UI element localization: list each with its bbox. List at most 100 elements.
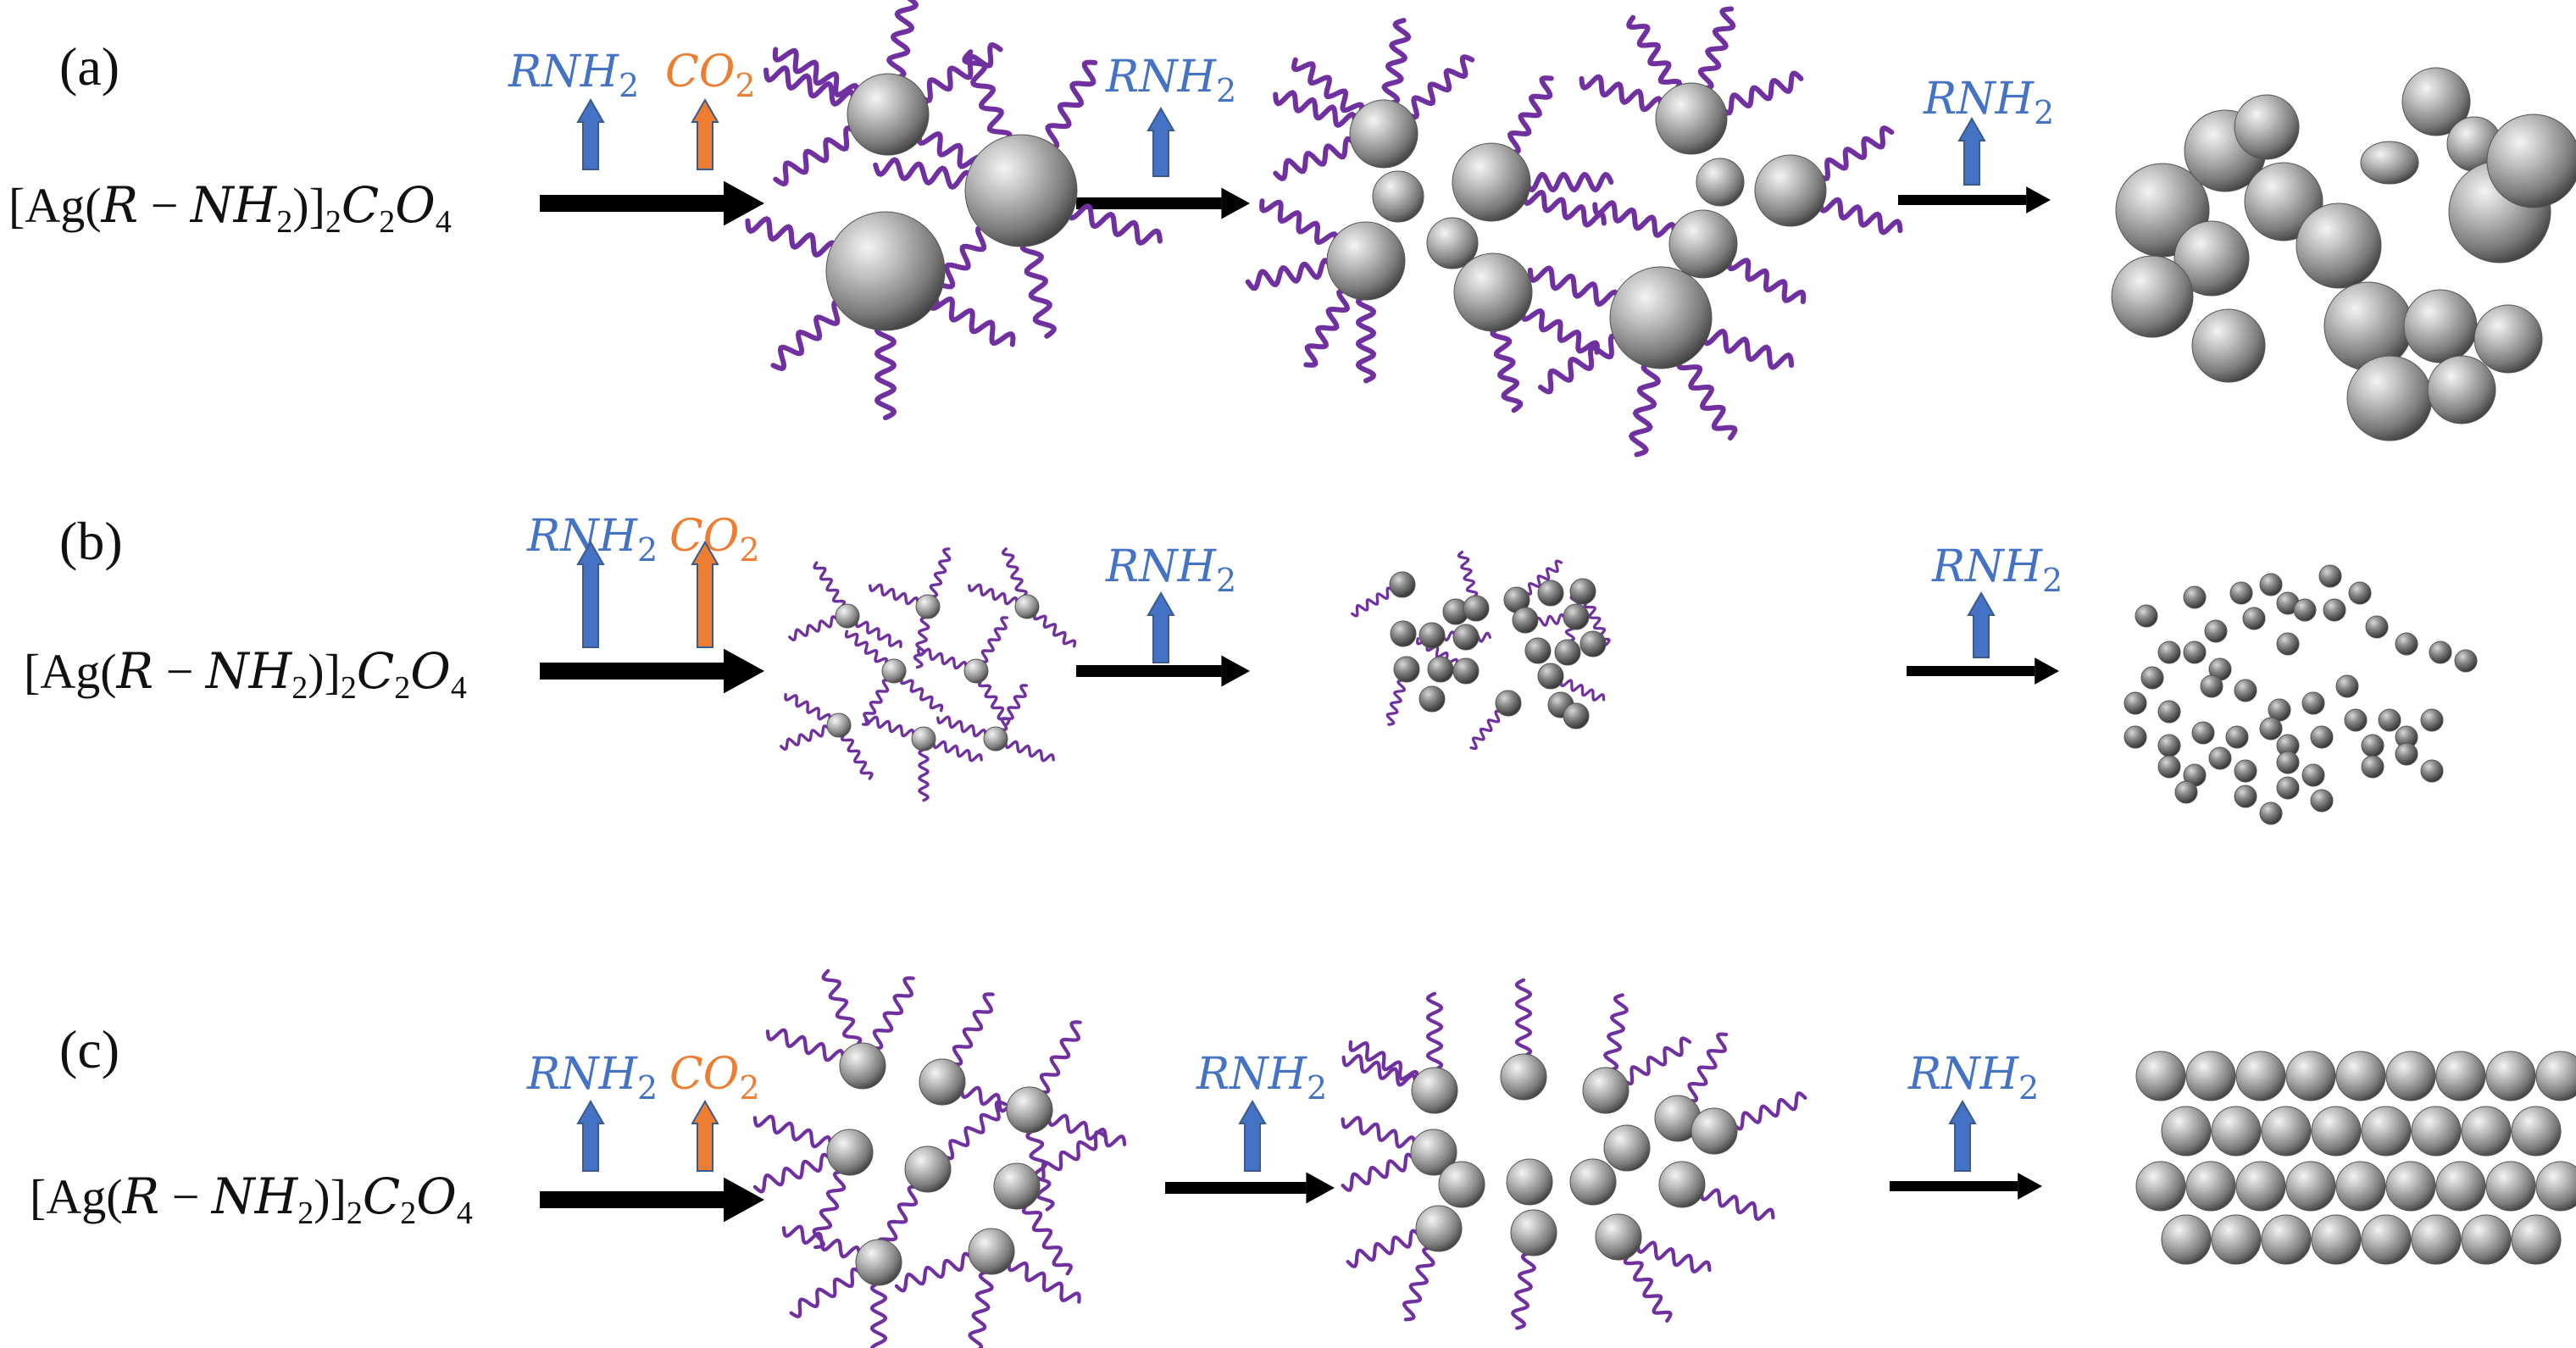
ligand-chain bbox=[855, 619, 902, 648]
silver-nanoparticle bbox=[2259, 717, 2283, 741]
ligand-chain bbox=[917, 42, 1003, 104]
ligand-chain bbox=[1818, 197, 1903, 236]
reaction-arrow-head bbox=[2035, 657, 2059, 685]
silver-nanoparticle bbox=[1418, 685, 1446, 713]
silver-nanoparticle bbox=[2161, 1214, 2212, 1265]
silver-nanoparticle bbox=[2135, 1051, 2186, 1101]
ligand-chain bbox=[1385, 679, 1407, 726]
ligand-chain bbox=[1038, 1020, 1082, 1095]
silver-nanoparticle bbox=[1609, 266, 1713, 369]
ligand-chain bbox=[968, 1269, 994, 1348]
silver-nanoparticle bbox=[2411, 1106, 2462, 1157]
ligand-chain bbox=[1273, 136, 1358, 181]
silver-nanoparticle bbox=[2183, 585, 2207, 609]
silver-nanoparticle bbox=[2473, 304, 2543, 374]
silver-nanoparticle bbox=[2185, 1161, 2236, 1212]
silver-nanoparticle bbox=[1569, 578, 1596, 605]
silver-nanoparticle bbox=[2346, 355, 2433, 441]
release-up-arrow bbox=[576, 1099, 605, 1172]
silver-nanoparticle bbox=[2211, 1106, 2262, 1157]
silver-nanoparticle bbox=[826, 713, 852, 738]
reaction-arrow-head bbox=[1306, 1172, 1335, 1204]
ligand-chain bbox=[932, 740, 983, 763]
ligand-chain bbox=[780, 724, 830, 752]
release-up-arrow bbox=[1238, 1099, 1267, 1172]
silver-nanoparticle bbox=[2403, 289, 2478, 363]
ligand-chain bbox=[1001, 547, 1028, 598]
amine-release-label: RNH2 bbox=[526, 511, 658, 569]
silver-nanoparticle bbox=[2486, 114, 2576, 208]
silver-nanoparticle bbox=[1655, 82, 1728, 155]
ligand-chain bbox=[765, 1028, 846, 1062]
silver-nanoparticle bbox=[1452, 624, 1480, 651]
silver-nanoparticle bbox=[2361, 734, 2384, 757]
reaction-arrow-shaft bbox=[1898, 195, 2027, 205]
silver-nanoparticle bbox=[1563, 702, 1590, 729]
silver-nanoparticle bbox=[1452, 657, 1480, 685]
silver-nanoparticle bbox=[2454, 649, 2478, 673]
reaction-arrow-head bbox=[1221, 655, 1250, 687]
ligand-chain bbox=[770, 299, 847, 372]
ligand-chain bbox=[1351, 586, 1394, 618]
silver-nanoparticle bbox=[881, 658, 907, 684]
silver-nanoparticle bbox=[2395, 632, 2418, 656]
ligand-chain bbox=[1404, 54, 1475, 120]
nanoparticles bbox=[826, 564, 2478, 825]
reaction-arrow-shaft bbox=[1165, 1182, 1307, 1194]
release-up-arrow bbox=[691, 540, 719, 648]
silver-nanoparticle bbox=[2234, 759, 2257, 783]
silver-nanoparticle bbox=[1006, 1086, 1053, 1134]
silver-nanoparticle bbox=[1510, 1209, 1557, 1256]
silver-nanoparticle bbox=[964, 134, 1078, 247]
silver-nanoparticle bbox=[1427, 656, 1454, 683]
silver-nanoparticle bbox=[1524, 637, 1552, 664]
row-a: (a) [Ag(R − NH2)]2C2O4 RNH2 CO2 RNH2 RNH… bbox=[8, 0, 2576, 458]
ligand-chain bbox=[1341, 1053, 1418, 1087]
ligand-chain bbox=[772, 47, 860, 99]
silver-nanoparticle bbox=[2234, 94, 2300, 160]
ligand-chain bbox=[900, 676, 944, 713]
reaction-arrow-shaft bbox=[1907, 666, 2035, 676]
silver-nanoparticle bbox=[1500, 1053, 1547, 1101]
silver-nanoparticle bbox=[1410, 1129, 1457, 1176]
ligand-chain bbox=[1524, 559, 1563, 596]
ligand-chain bbox=[951, 992, 995, 1067]
ligand-chain bbox=[1259, 198, 1339, 247]
ligand-chain bbox=[763, 65, 857, 107]
silver-nanoparticle bbox=[2191, 308, 2266, 383]
silver-nanoparticle bbox=[2259, 802, 2283, 825]
silver-nanoparticle bbox=[2204, 619, 2228, 643]
silver-nanoparticle bbox=[855, 1239, 902, 1286]
silver-nanoparticle bbox=[1512, 607, 1539, 634]
silver-nanoparticle bbox=[2311, 1214, 2362, 1265]
silver-nanoparticle bbox=[2140, 666, 2164, 690]
reaction-arrow-head bbox=[1221, 187, 1250, 219]
silver-nanoparticle bbox=[2378, 708, 2401, 732]
reaction-arrow-shaft bbox=[540, 195, 724, 212]
release-up-arrow bbox=[1967, 591, 1996, 658]
silver-nanoparticle bbox=[2311, 1106, 2362, 1157]
silver-nanoparticle bbox=[2485, 1051, 2536, 1101]
reaction-arrow-head bbox=[2026, 186, 2051, 214]
silver-nanoparticle bbox=[2435, 1161, 2486, 1212]
silver-nanoparticle bbox=[2244, 162, 2323, 241]
silver-nanoparticle bbox=[2365, 615, 2389, 639]
panel-label-a: (a) bbox=[59, 36, 119, 97]
ligand-chain bbox=[1506, 75, 1554, 155]
ligand-chain bbox=[1065, 203, 1163, 247]
ligand-chain bbox=[941, 1100, 1008, 1161]
ligand-chain bbox=[1032, 1129, 1107, 1182]
silver-nanoparticle bbox=[2157, 700, 2181, 724]
release-up-arrow bbox=[576, 97, 605, 170]
silver-nanoparticle bbox=[1754, 154, 1827, 227]
ligand-chain bbox=[1291, 57, 1365, 117]
silver-nanoparticle bbox=[1563, 603, 1590, 630]
silver-nanoparticle bbox=[2234, 785, 2257, 808]
row-b: (b) [Ag(R − NH2)]2C2O4 RNH2 CO2 RNH2 RNH… bbox=[24, 511, 2478, 825]
silver-nanoparticle bbox=[2124, 725, 2147, 749]
silver-nanoparticle bbox=[1349, 99, 1418, 169]
ligand-chain bbox=[929, 547, 952, 598]
silver-nanoparticle bbox=[1453, 252, 1533, 332]
ligand-chains bbox=[745, 0, 1903, 458]
ligand-chain bbox=[1697, 6, 1736, 92]
